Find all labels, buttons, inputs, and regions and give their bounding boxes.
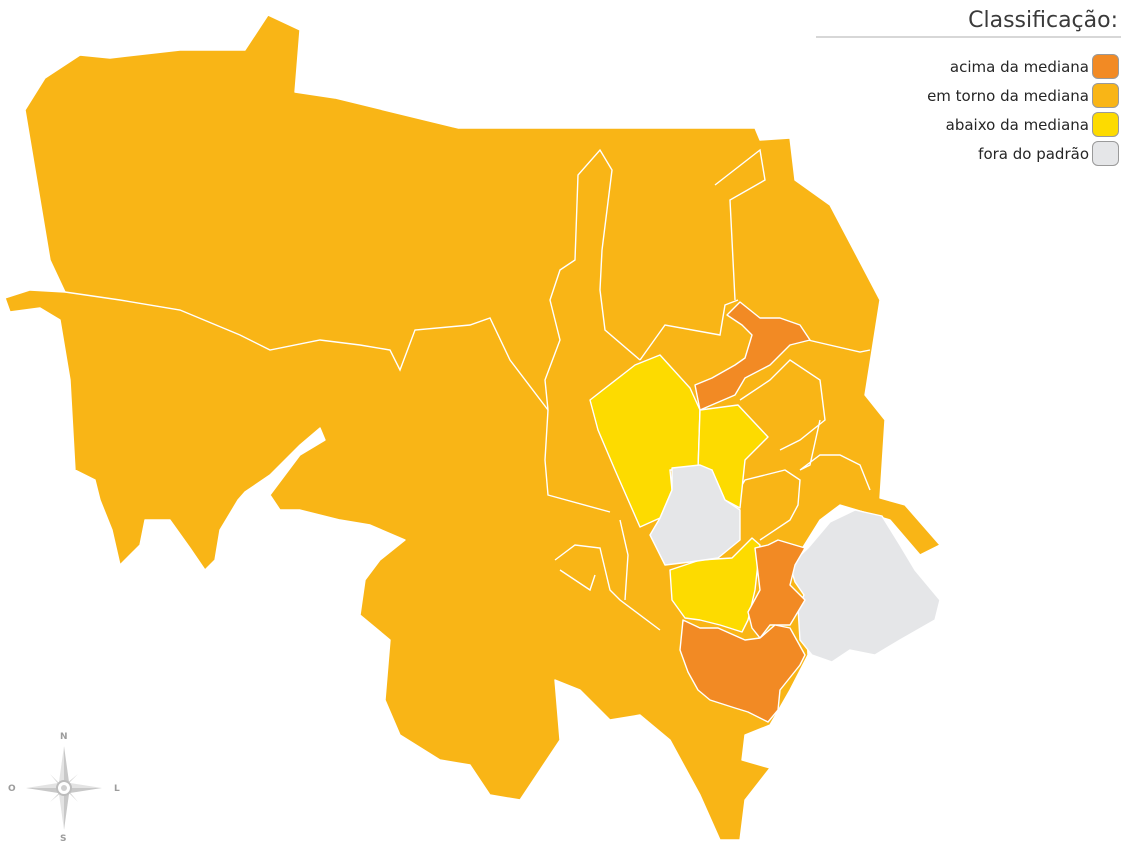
legend-label: acima da mediana: [949, 57, 1089, 76]
legend-swatch-acima: [1092, 54, 1119, 79]
compass-rose-icon: N O L S: [8, 732, 120, 841]
compass-east-label: L: [114, 784, 120, 794]
legend-item-abaixo[interactable]: abaixo da mediana: [816, 110, 1121, 139]
region-main[interactable]: [4, 14, 941, 841]
region-acima-1[interactable]: [694, 301, 811, 411]
region-acima-2[interactable]: [747, 539, 806, 639]
legend-swatch-fora: [1092, 141, 1119, 166]
region-abaixo-3[interactable]: [669, 537, 761, 633]
legend-label: fora do padrão: [978, 144, 1089, 163]
map-legend: Classificação: acima da mediana em torno…: [816, 6, 1121, 168]
region-fora-2[interactable]: [789, 509, 941, 663]
legend-list: acima da mediana em torno da mediana aba…: [816, 52, 1121, 168]
legend-item-acima[interactable]: acima da mediana: [816, 52, 1121, 81]
legend-item-em-torno[interactable]: em torno da mediana: [816, 81, 1121, 110]
region-abaixo-1[interactable]: [589, 354, 701, 528]
region-acima-3[interactable]: [679, 619, 806, 723]
legend-swatch-em-torno: [1092, 83, 1119, 108]
compass-north-label: N: [60, 732, 68, 742]
compass-south-label: S: [60, 834, 66, 841]
legend-label: abaixo da mediana: [945, 115, 1089, 134]
legend-label: em torno da mediana: [927, 86, 1089, 105]
compass-west-label: O: [8, 784, 16, 794]
legend-title: Classificação:: [816, 6, 1121, 38]
region-fora-1[interactable]: [649, 464, 741, 566]
legend-swatch-abaixo: [1092, 112, 1119, 137]
legend-item-fora[interactable]: fora do padrão: [816, 139, 1121, 168]
